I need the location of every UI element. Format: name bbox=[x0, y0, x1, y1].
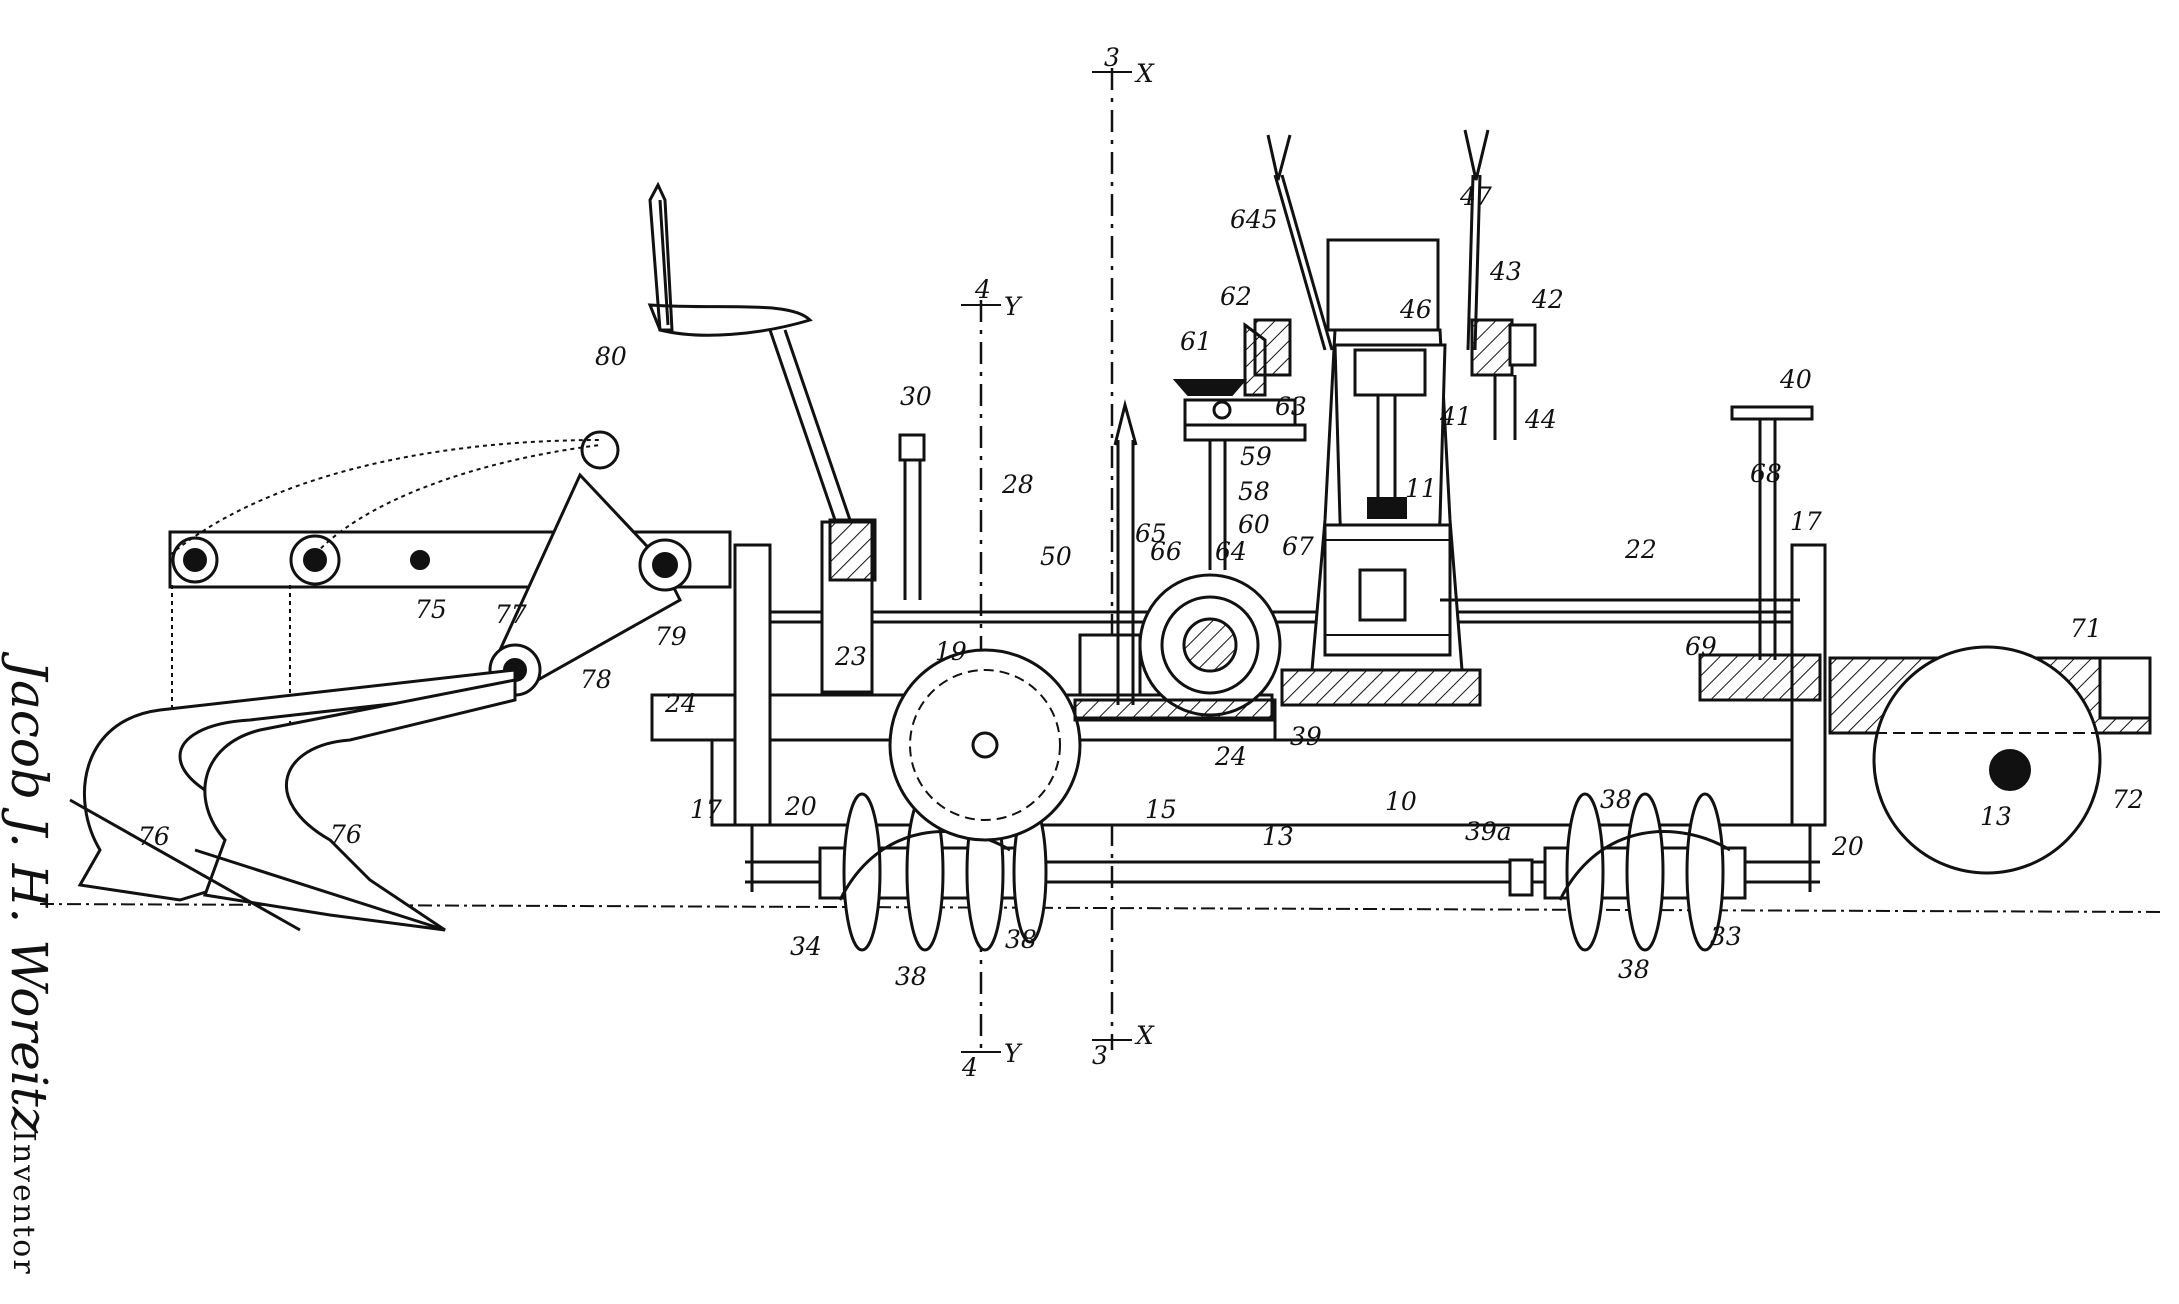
label-40: 40 bbox=[1779, 365, 1812, 394]
section-y-top-number: 4 bbox=[974, 275, 991, 304]
inventor-signature: Jacob J. H. Woreitz bbox=[0, 651, 58, 1134]
section-y-top-letter: Y bbox=[1004, 292, 1023, 321]
label-60: 60 bbox=[1238, 510, 1270, 539]
label-10: 10 bbox=[1385, 787, 1417, 816]
section-x-top-letter: X bbox=[1134, 59, 1155, 88]
label-20-front: 20 bbox=[784, 792, 817, 821]
label-77: 77 bbox=[495, 600, 527, 629]
label-62: 62 bbox=[1220, 282, 1252, 311]
label-17-rear: 17 bbox=[1790, 507, 1822, 536]
label-30: 30 bbox=[900, 382, 932, 411]
label-63: 63 bbox=[1275, 392, 1307, 421]
label-23: 23 bbox=[834, 642, 867, 671]
label-38-a: 38 bbox=[895, 962, 927, 991]
label-58: 58 bbox=[1238, 477, 1270, 506]
lever-65 bbox=[1113, 399, 1138, 705]
label-11: 11 bbox=[1405, 474, 1437, 503]
plow-bodies bbox=[69, 668, 517, 932]
label-34: 34 bbox=[790, 932, 822, 961]
section-y-bottom-number: 4 bbox=[961, 1053, 978, 1082]
section-line-y: 4 Y 4 Y bbox=[961, 275, 1023, 1082]
bevel-gear-66 bbox=[1073, 573, 1282, 722]
label-75: 75 bbox=[415, 595, 447, 624]
label-67: 67 bbox=[1282, 532, 1314, 561]
drive-wheel bbox=[888, 648, 1082, 842]
section-x-bottom-letter: X bbox=[1134, 1021, 1155, 1050]
label-72: 72 bbox=[2112, 785, 2144, 814]
label-15: 15 bbox=[1145, 795, 1177, 824]
label-66: 66 bbox=[1150, 537, 1182, 566]
section-line-x: 3 X 3 X bbox=[1092, 43, 1155, 1070]
upper-gearing bbox=[1172, 322, 1307, 570]
inventor-caption: Inventor bbox=[6, 1130, 41, 1276]
label-78: 78 bbox=[580, 665, 612, 694]
label-13-shaft: 13 bbox=[1262, 822, 1294, 851]
label-22: 22 bbox=[1624, 535, 1657, 564]
label-24-front: 24 bbox=[664, 689, 697, 718]
label-38-c: 38 bbox=[1600, 785, 1632, 814]
label-19: 19 bbox=[935, 637, 967, 666]
section-x-bottom-number: 3 bbox=[1092, 1041, 1108, 1070]
label-33: 33 bbox=[1710, 922, 1742, 951]
label-69: 69 bbox=[1685, 632, 1717, 661]
section-x-top-number: 3 bbox=[1104, 43, 1120, 72]
auger-front bbox=[818, 792, 1048, 952]
drive-chain-44 bbox=[1493, 375, 1517, 440]
label-13-roller: 13 bbox=[1980, 802, 2012, 831]
label-76-a: 76 bbox=[138, 822, 170, 851]
label-65: 65 bbox=[1135, 519, 1167, 548]
label-61: 61 bbox=[1180, 327, 1212, 356]
label-50: 50 bbox=[1040, 542, 1072, 571]
label-46: 46 bbox=[1399, 295, 1432, 324]
label-68: 68 bbox=[1750, 459, 1782, 488]
label-79: 79 bbox=[655, 622, 687, 651]
label-20-rear: 20 bbox=[1831, 832, 1864, 861]
label-42: 42 bbox=[1531, 285, 1564, 314]
post-28 bbox=[898, 433, 926, 600]
label-47: 47 bbox=[1459, 182, 1492, 211]
part-labels: 10 11 13 13 15 17 17 19 20 20 22 23 24 2… bbox=[138, 182, 2144, 991]
label-645: 645 bbox=[1230, 205, 1278, 234]
rear-roller bbox=[1828, 645, 2152, 875]
label-76-b: 76 bbox=[330, 820, 362, 849]
section-y-bottom-letter: Y bbox=[1004, 1039, 1023, 1068]
label-44: 44 bbox=[1524, 405, 1557, 434]
label-38-d: 38 bbox=[1618, 955, 1650, 984]
plow-beams bbox=[168, 430, 732, 697]
label-39a: 39a bbox=[1465, 817, 1512, 846]
auger-rear bbox=[1508, 792, 1747, 952]
label-59: 59 bbox=[1240, 442, 1272, 471]
label-43: 43 bbox=[1489, 257, 1522, 286]
front-post bbox=[733, 543, 772, 827]
label-24-bevel: 24 bbox=[1214, 742, 1247, 771]
lever-68 bbox=[1698, 405, 1822, 702]
control-levers bbox=[1253, 129, 1537, 377]
label-38-b: 38 bbox=[1005, 925, 1037, 954]
label-80: 80 bbox=[595, 342, 627, 371]
label-41: 41 bbox=[1439, 402, 1472, 431]
engine bbox=[1280, 238, 1482, 707]
label-64: 64 bbox=[1215, 537, 1247, 566]
seat bbox=[647, 181, 877, 582]
label-71: 71 bbox=[2070, 614, 2102, 643]
label-17-front: 17 bbox=[690, 795, 722, 824]
label-28: 28 bbox=[1001, 470, 1034, 499]
label-39: 39 bbox=[1290, 722, 1322, 751]
